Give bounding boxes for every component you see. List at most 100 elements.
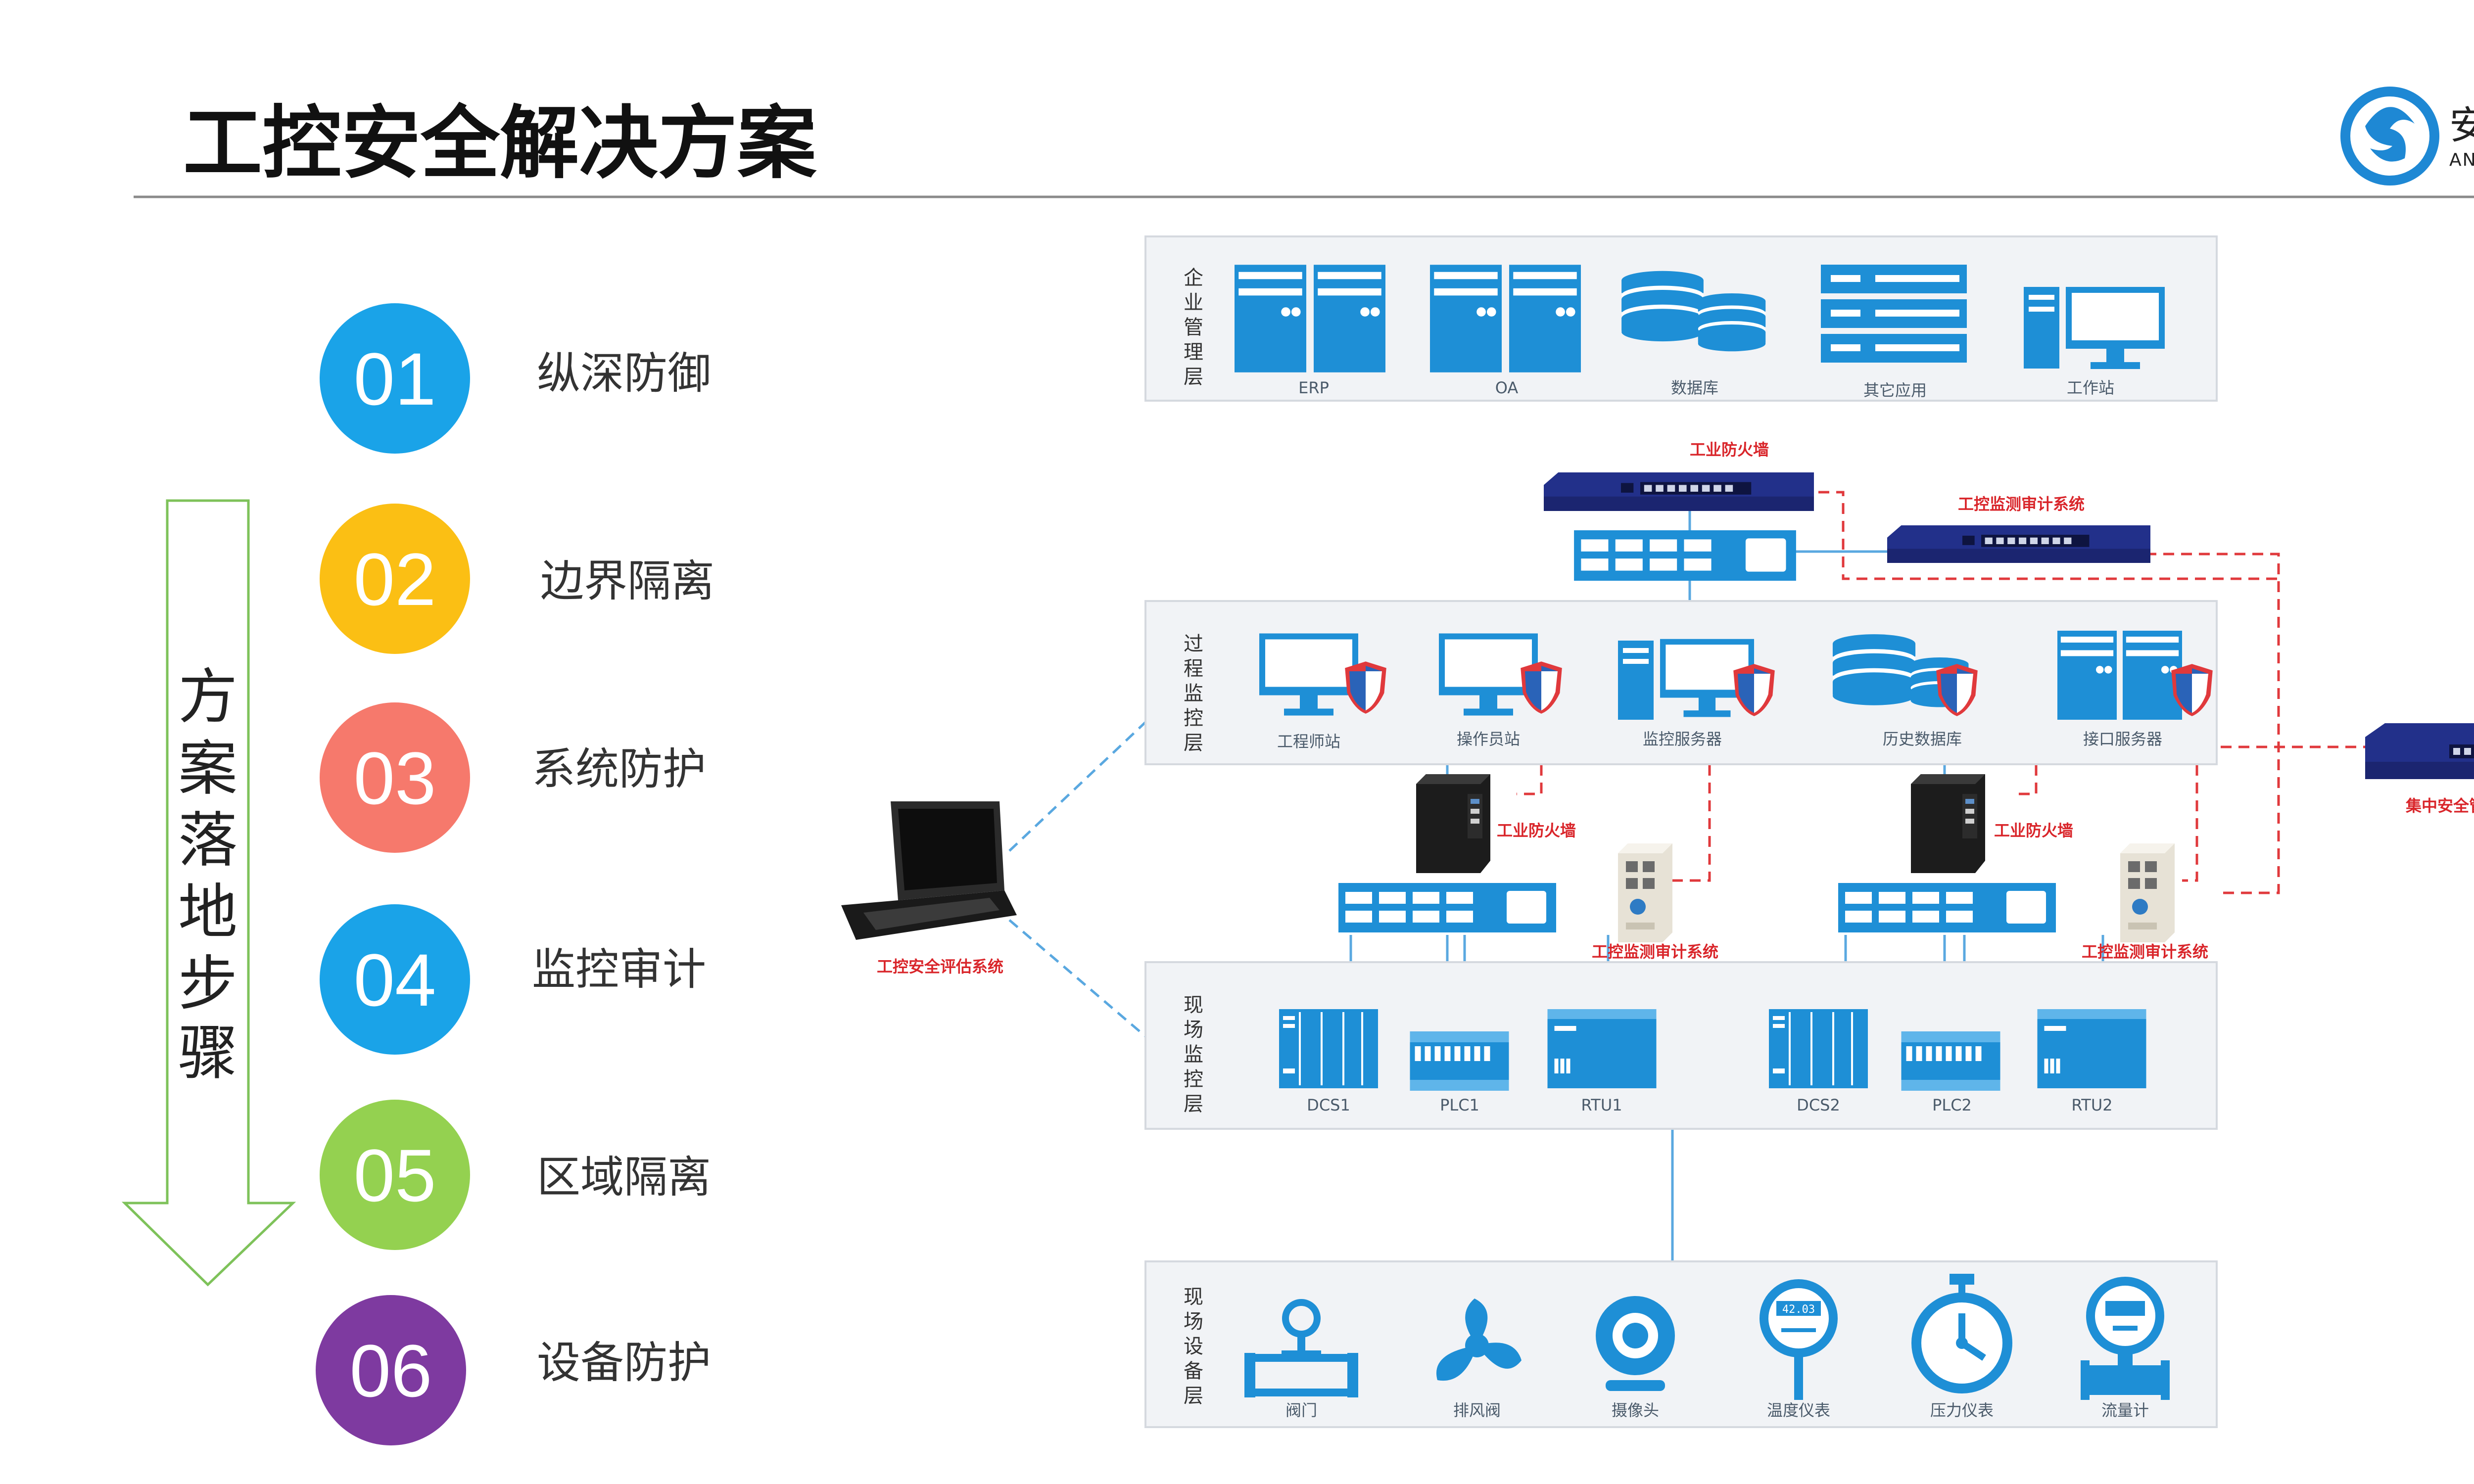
field-device-layer-char-4: 备 bbox=[1184, 1360, 1203, 1383]
top-firewall-label: 工业防火墙 bbox=[1690, 440, 1769, 459]
step-number-5: 05 bbox=[354, 1134, 436, 1217]
enterprise-layer-char-3: 管 bbox=[1184, 316, 1203, 339]
step-label-3: 系统防护 bbox=[532, 743, 706, 794]
step-list: 01 纵深防御 02 边界隔离 03 系统防护 04 监控审计 05 区域隔离 … bbox=[316, 303, 714, 1445]
logo: 安龙 ANALOG bbox=[2340, 87, 2474, 186]
field-device-layer-char-3: 设 bbox=[1184, 1335, 1203, 1358]
step-number-1: 01 bbox=[354, 337, 436, 420]
step-label-6: 设备防护 bbox=[537, 1337, 711, 1388]
laptop-label: 工控安全评估系统 bbox=[877, 957, 1003, 976]
pressure-gauge-icon bbox=[1911, 1274, 2012, 1393]
central-management-label: 集中安全管理系统 bbox=[2405, 796, 2474, 815]
left-firewall-label: 工业防火墙 bbox=[1497, 821, 1576, 840]
process-layer-char-3: 监 bbox=[1184, 682, 1203, 705]
left-switch bbox=[1338, 883, 1556, 932]
top-firewall bbox=[1544, 472, 1814, 511]
step-label-1: 纵深防御 bbox=[537, 348, 711, 399]
step-label-4: 监控审计 bbox=[532, 944, 706, 995]
plc1-icon bbox=[1410, 1031, 1509, 1091]
step-item-6: 06 设备防护 bbox=[316, 1295, 711, 1445]
field-device-layer-char-2: 场 bbox=[1184, 1310, 1203, 1333]
other-apps-server-icon bbox=[1821, 265, 1967, 363]
arrow-char-1: 方 bbox=[178, 663, 238, 732]
step-item-4: 04 监控审计 bbox=[320, 904, 706, 1055]
logo-name-cn: 安龙 bbox=[2449, 103, 2474, 148]
step-badge-1 bbox=[320, 303, 470, 454]
step-badge-3 bbox=[320, 702, 470, 853]
rtu1-icon bbox=[1547, 1009, 1657, 1088]
exhaust-fan-icon bbox=[1436, 1298, 1522, 1381]
steps-arrow-text: 方 案 落 地 步 骤 bbox=[178, 663, 238, 1088]
right-switch bbox=[1838, 883, 2056, 932]
arrow-char-5: 步 bbox=[178, 950, 238, 1019]
device-label-exhaust-fan: 排风阀 bbox=[1453, 1401, 1501, 1420]
step-item-5: 05 区域隔离 bbox=[320, 1100, 711, 1250]
enterprise-layer: 企 业 管 理 层 ERP OA 数据库 bbox=[1144, 235, 2218, 402]
top-switch bbox=[1574, 530, 1796, 581]
field-monitor-layer-char-1: 现 bbox=[1184, 994, 1203, 1017]
device-label-pressure-gauge: 压力仪表 bbox=[1930, 1401, 1994, 1420]
step-badge-2 bbox=[320, 504, 470, 654]
laptop-links bbox=[1008, 721, 1146, 1037]
field-monitor-layer-char-5: 层 bbox=[1184, 1093, 1203, 1115]
step-number-2: 02 bbox=[354, 538, 436, 621]
arrow-char-6: 骤 bbox=[178, 1019, 238, 1088]
device-label-engineer-station: 工程师站 bbox=[1277, 732, 1340, 751]
field-monitor-layer-char-2: 场 bbox=[1184, 1019, 1203, 1041]
device-label-rtu1: RTU1 bbox=[1581, 1096, 1622, 1114]
flow-meter-icon bbox=[2081, 1277, 2170, 1400]
device-label-dcs1: DCS1 bbox=[1307, 1096, 1350, 1114]
process-layer-char-2: 程 bbox=[1184, 657, 1203, 680]
device-label-workstation: 工作站 bbox=[2067, 378, 2114, 397]
enterprise-layer-char-2: 业 bbox=[1184, 291, 1203, 314]
step-badge-5 bbox=[320, 1100, 470, 1250]
field-monitor-layer-char-3: 监 bbox=[1184, 1043, 1203, 1066]
page-title: 工控安全解决方案 bbox=[183, 97, 817, 189]
device-label-operator-station: 操作员站 bbox=[1457, 730, 1520, 748]
device-label-oa: OA bbox=[1495, 378, 1519, 397]
rtu2-icon bbox=[2037, 1009, 2146, 1088]
step-number-6: 06 bbox=[350, 1329, 432, 1412]
left-firewall bbox=[1416, 774, 1490, 873]
laptop-icon bbox=[841, 801, 1017, 940]
steps-arrow bbox=[121, 499, 296, 1287]
enterprise-layer-char-5: 层 bbox=[1184, 366, 1203, 388]
process-layer: 过 程 监 控 层 工程师站 操作员站 监控服务器 bbox=[1144, 600, 2218, 765]
arrow-char-3: 落 bbox=[178, 806, 238, 875]
step-number-3: 03 bbox=[354, 737, 436, 820]
step-number-4: 04 bbox=[354, 938, 436, 1021]
step-badge-6 bbox=[316, 1295, 466, 1445]
step-label-5: 区域隔离 bbox=[537, 1152, 711, 1203]
top-audit-label: 工控监测审计系统 bbox=[1958, 495, 2085, 513]
left-audit-device bbox=[1618, 843, 1672, 942]
device-label-plc2: PLC2 bbox=[1932, 1096, 1972, 1114]
network-diagram: 企 业 管 理 层 ERP OA 数据库 bbox=[841, 235, 2474, 1428]
device-label-valve: 阀门 bbox=[1285, 1401, 1317, 1420]
device-label-erp: ERP bbox=[1298, 378, 1329, 397]
step-badge-4 bbox=[320, 904, 470, 1055]
right-firewall-label: 工业防火墙 bbox=[1994, 821, 2073, 840]
process-layer-char-1: 过 bbox=[1184, 633, 1203, 655]
thermometer-icon: 42.03 bbox=[1760, 1279, 1838, 1400]
device-label-rtu2: RTU2 bbox=[2071, 1096, 2112, 1114]
process-layer-char-5: 层 bbox=[1184, 732, 1203, 754]
device-label-database: 数据库 bbox=[1671, 378, 1718, 397]
device-label-interface-server: 接口服务器 bbox=[2083, 730, 2162, 748]
dcs2-icon bbox=[1769, 1009, 1868, 1088]
arrow-char-4: 地 bbox=[178, 878, 238, 947]
step-item-3: 03 系统防护 bbox=[320, 702, 706, 853]
left-audit-label: 工控监测审计系统 bbox=[1592, 942, 1718, 961]
top-audit-appliance bbox=[1887, 525, 2150, 563]
enterprise-layer-char-4: 理 bbox=[1184, 341, 1203, 364]
field-monitor-layer: 现 场 监 控 层 DCS1 PLC1 RTU1 DCS2 PLC2 RTU2 bbox=[1144, 961, 2218, 1130]
device-label-thermometer: 温度仪表 bbox=[1767, 1401, 1830, 1420]
right-firewall bbox=[1911, 774, 1985, 873]
device-label-other-apps: 其它应用 bbox=[1863, 381, 1927, 400]
field-device-layer-char-1: 现 bbox=[1184, 1286, 1203, 1308]
dcs1-icon bbox=[1279, 1009, 1378, 1088]
dragon-logo-icon bbox=[2340, 87, 2439, 186]
field-monitor-layer-char-4: 控 bbox=[1184, 1068, 1203, 1091]
field-device-layer-char-5: 层 bbox=[1184, 1385, 1203, 1407]
logo-name-en: ANALOG bbox=[2449, 150, 2474, 170]
